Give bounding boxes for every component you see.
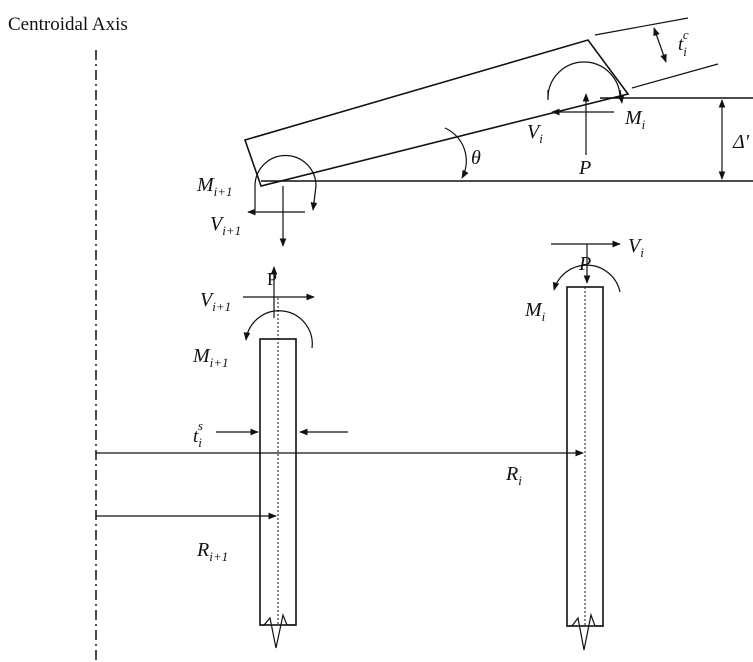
ri-label: Ri: [505, 463, 522, 488]
vi-right-label: Vi: [628, 235, 644, 260]
mi-top-label: Mi: [624, 107, 646, 132]
centroidal-axis-title: Centroidal Axis: [8, 14, 128, 35]
mi1-mid-label: Mi+1: [192, 345, 229, 370]
ri1-label: Ri+1: [196, 539, 228, 564]
theta-arc: [444, 127, 469, 179]
cylinder-i1-break: [260, 612, 296, 649]
moment-mi-top-arrowhead: [617, 89, 625, 104]
vi-top-label: Vi: [527, 121, 543, 146]
mi-right-label: Mi: [524, 299, 546, 324]
vi1-left-label: Vi+1: [210, 213, 241, 238]
thickness-extension-top: [594, 17, 689, 36]
p-mid-label: P: [267, 269, 277, 289]
moment-mi-top-arc: [547, 61, 621, 99]
theta-label: θ: [471, 147, 481, 169]
thickness-extension-bottom: [631, 63, 719, 89]
p-right-label: P: [578, 253, 591, 275]
moment-mi-right-arc: [552, 264, 621, 293]
cone-thickness-label: tic: [678, 27, 689, 59]
cone-thickness-dimension: [653, 27, 667, 63]
moment-mi1-mid-arc: [243, 310, 313, 349]
delta-label: Δ': [732, 131, 750, 153]
moment-mi1-left-arrowhead: [310, 185, 318, 211]
mi1-left-label: Mi+1: [196, 174, 233, 199]
shell-thickness-label: tis: [193, 418, 203, 450]
cylinder-i-break: [567, 612, 603, 651]
moment-mi1-left-arc: [254, 154, 317, 187]
cone-element: [243, 39, 630, 187]
p-top-label: P: [578, 157, 591, 179]
vi1-mid-label: Vi+1: [200, 289, 231, 314]
